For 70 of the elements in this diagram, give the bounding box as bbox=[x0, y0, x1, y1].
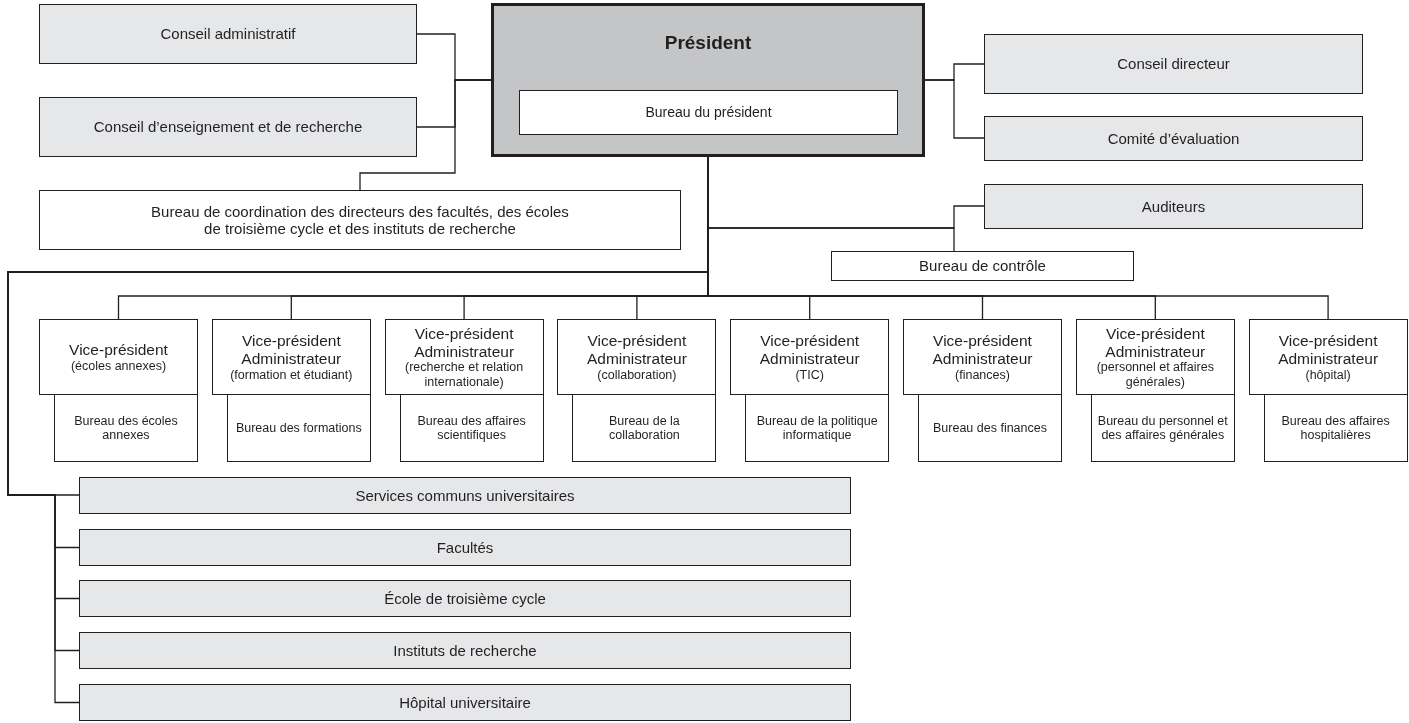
org-unit-box bbox=[399, 394, 544, 462]
org-unit-box bbox=[745, 394, 890, 462]
unit-name: Services communs universitaires bbox=[355, 486, 575, 505]
president-box bbox=[491, 3, 925, 157]
unit-name: Bureau du personnel et des affaires générales bbox=[1096, 413, 1229, 443]
position-title: Vice-président Administrateur bbox=[931, 332, 1034, 368]
vice-president-box bbox=[384, 319, 544, 395]
org-unit-box bbox=[79, 529, 851, 566]
position-subtitle: (finances) bbox=[955, 367, 1010, 382]
org-unit-box bbox=[79, 684, 851, 721]
unit-name: Auditeurs bbox=[1141, 197, 1206, 216]
position-subtitle: (hôpital) bbox=[1305, 367, 1351, 382]
unit-name: École de troisième cycle bbox=[384, 589, 546, 608]
unit-name: Facultés bbox=[436, 538, 494, 557]
org-unit-box bbox=[1263, 394, 1408, 462]
unit-name: Bureau des affaires scientifiques bbox=[416, 413, 527, 443]
vice-president-box bbox=[903, 319, 1062, 395]
vice-president-box bbox=[1248, 319, 1408, 395]
position-title: Vice-président Administrateur bbox=[585, 332, 688, 368]
org-unit-box bbox=[831, 251, 1134, 281]
position-title: Vice-président Administrateur bbox=[413, 324, 516, 361]
position-title: Vice-président Administrateur bbox=[240, 332, 343, 368]
unit-name: Bureau des écoles annexes bbox=[73, 413, 179, 443]
vice-president-box bbox=[1075, 319, 1235, 395]
org-unit-box bbox=[984, 184, 1363, 229]
unit-name: Conseil directeur bbox=[1117, 55, 1230, 73]
unit-name: Bureau du président bbox=[645, 104, 772, 121]
org-unit-box bbox=[39, 190, 681, 250]
vice-president-box bbox=[211, 319, 371, 395]
unit-name: Conseil d’enseignement et de recherche bbox=[93, 118, 363, 136]
org-unit-box bbox=[39, 4, 417, 64]
org-unit-box bbox=[54, 394, 198, 462]
position-subtitle: (TIC) bbox=[795, 367, 824, 382]
box-heading: Président bbox=[664, 32, 752, 54]
position-title: Vice-président Administrateur bbox=[758, 332, 861, 368]
unit-name: Bureau de la politique informatique bbox=[755, 413, 879, 443]
org-unit-box bbox=[984, 116, 1363, 161]
position-title: Vice-président bbox=[69, 340, 168, 359]
unit-name: Comité d’évaluation bbox=[1107, 129, 1240, 148]
org-unit-box bbox=[572, 394, 717, 462]
org-unit-box bbox=[519, 90, 898, 135]
vice-president-box bbox=[730, 319, 890, 395]
position-subtitle: (formation et étudiant) bbox=[230, 367, 353, 382]
vice-president-box bbox=[557, 319, 717, 395]
connector-line bbox=[924, 79, 985, 139]
org-unit-box bbox=[918, 394, 1062, 462]
org-unit-box bbox=[79, 632, 851, 669]
org-unit-box bbox=[1090, 394, 1235, 462]
unit-name: Bureau de la collaboration bbox=[607, 413, 681, 443]
unit-name: Bureau de contrôle bbox=[919, 257, 1046, 275]
position-title: Vice-président Administrateur bbox=[1277, 332, 1380, 368]
org-unit-box bbox=[79, 580, 851, 617]
connector-line bbox=[359, 79, 492, 191]
unit-name: Bureau des affaires hospitalières bbox=[1280, 413, 1391, 443]
unit-name: Bureau de coordination des directeurs des facultés, des écoles de troisième cycle et des instituts de recherche bbox=[150, 202, 570, 238]
org-unit-box bbox=[39, 97, 417, 157]
position-title: Vice-président Administrateur bbox=[1104, 324, 1207, 361]
unit-name: Conseil administratif bbox=[160, 25, 296, 43]
position-subtitle: (recherche et relation internationale) bbox=[404, 360, 525, 390]
vice-president-box bbox=[39, 319, 198, 395]
org-unit-box bbox=[226, 394, 371, 462]
position-subtitle: (collaboration) bbox=[597, 367, 677, 382]
org-unit-box bbox=[984, 34, 1363, 94]
unit-name: Instituts de recherche bbox=[393, 641, 537, 660]
position-subtitle: (écoles annexes) bbox=[70, 358, 167, 374]
org-unit-box bbox=[79, 477, 851, 514]
position-subtitle: (personnel et affaires générales) bbox=[1095, 360, 1215, 390]
unit-name: Bureau des finances bbox=[933, 420, 1047, 436]
unit-name: Bureau des formations bbox=[235, 420, 362, 436]
unit-name: Hôpital universitaire bbox=[399, 693, 531, 712]
